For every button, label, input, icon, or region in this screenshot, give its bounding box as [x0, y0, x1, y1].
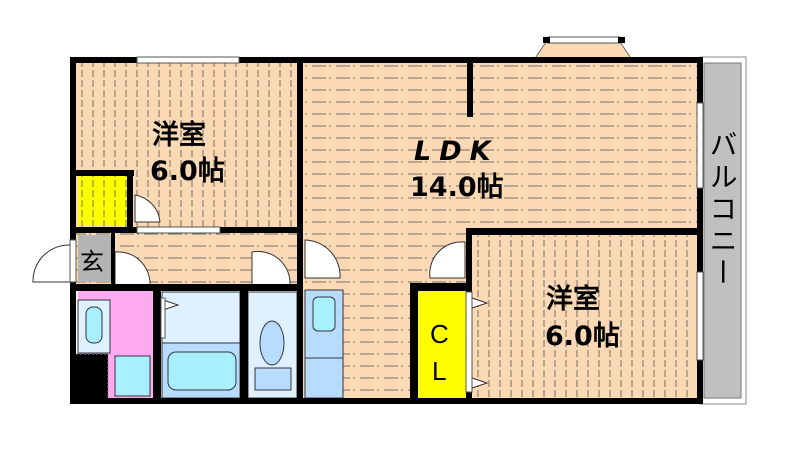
closet-cl: [418, 292, 466, 398]
western-room-2-name: 洋室: [546, 283, 600, 315]
western-room-2-size: 6.0帖: [545, 321, 620, 352]
western-room-2-floor: [472, 235, 697, 399]
door-swings: [32, 194, 466, 286]
closet-label-l: L: [432, 356, 446, 386]
closet-label-c: C: [430, 319, 449, 349]
western-room-1-size: 6.0帖: [150, 156, 225, 187]
ldk-size: 14.0帖: [410, 172, 504, 203]
storage-closet: [78, 176, 127, 226]
laundry-pan: [114, 355, 151, 397]
washing-machine-space: [71, 353, 109, 403]
toilet-icon: [259, 320, 285, 366]
kitchen-sink-icon: [312, 296, 336, 332]
windows: [69, 56, 704, 393]
western-room-1-name: 洋室: [152, 119, 206, 151]
sink-icon: [85, 306, 103, 344]
ldk-name: LDK: [414, 136, 499, 167]
entrance-label: 玄: [80, 249, 104, 276]
ldk-floor: [303, 63, 698, 231]
entrance-area: [78, 235, 111, 282]
balcony-label: バルコニー: [707, 130, 738, 290]
balcony: [699, 56, 747, 405]
toilet-tank: [254, 367, 292, 391]
bathtub-icon: [167, 351, 237, 391]
